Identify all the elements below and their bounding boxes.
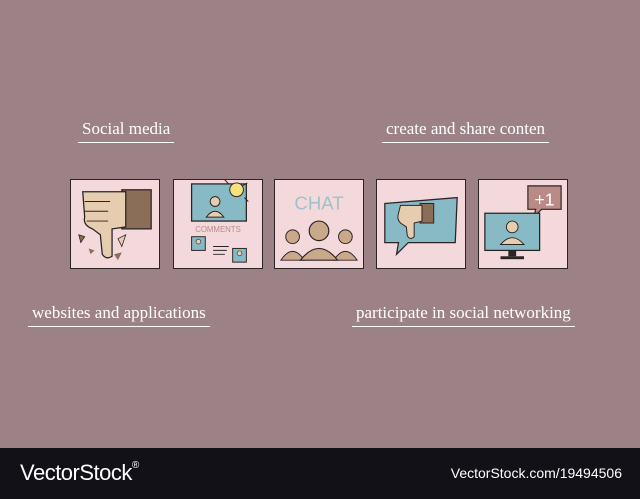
brand-logo: VectorStock®: [20, 460, 139, 486]
chat-group-icon: CHAT: [279, 192, 359, 261]
tile-comments: COMMENTS: [173, 179, 263, 269]
tile-chat: CHAT: [274, 179, 364, 269]
tile-thumbs-down: [70, 179, 160, 269]
plus-one-badge: +1: [534, 189, 554, 209]
label-social-media: Social media: [78, 119, 175, 143]
comments-screen-icon: COMMENTS: [190, 180, 249, 263]
brand-name: VectorStock: [20, 460, 132, 485]
brand-mark: ®: [131, 460, 139, 471]
thumbs-down-broken-icon: [78, 189, 152, 261]
label-create-share: create and share conten: [382, 119, 550, 143]
label-websites-apps: websites and applications: [28, 303, 210, 327]
tile-plus-one: +1: [478, 179, 568, 269]
image-url: VectorStock.com/19494506: [450, 465, 622, 481]
thumbs-down-speech-bubble-icon: [384, 196, 458, 257]
tile-dislike-bubble: [376, 179, 466, 269]
footer-bar: VectorStock® VectorStock.com/19494506: [0, 448, 640, 499]
chat-caption: CHAT: [294, 192, 343, 213]
label-participate: participate in social networking: [352, 303, 575, 327]
comments-caption: COMMENTS: [195, 225, 241, 234]
plus-one-monitor-icon: +1: [484, 185, 562, 260]
